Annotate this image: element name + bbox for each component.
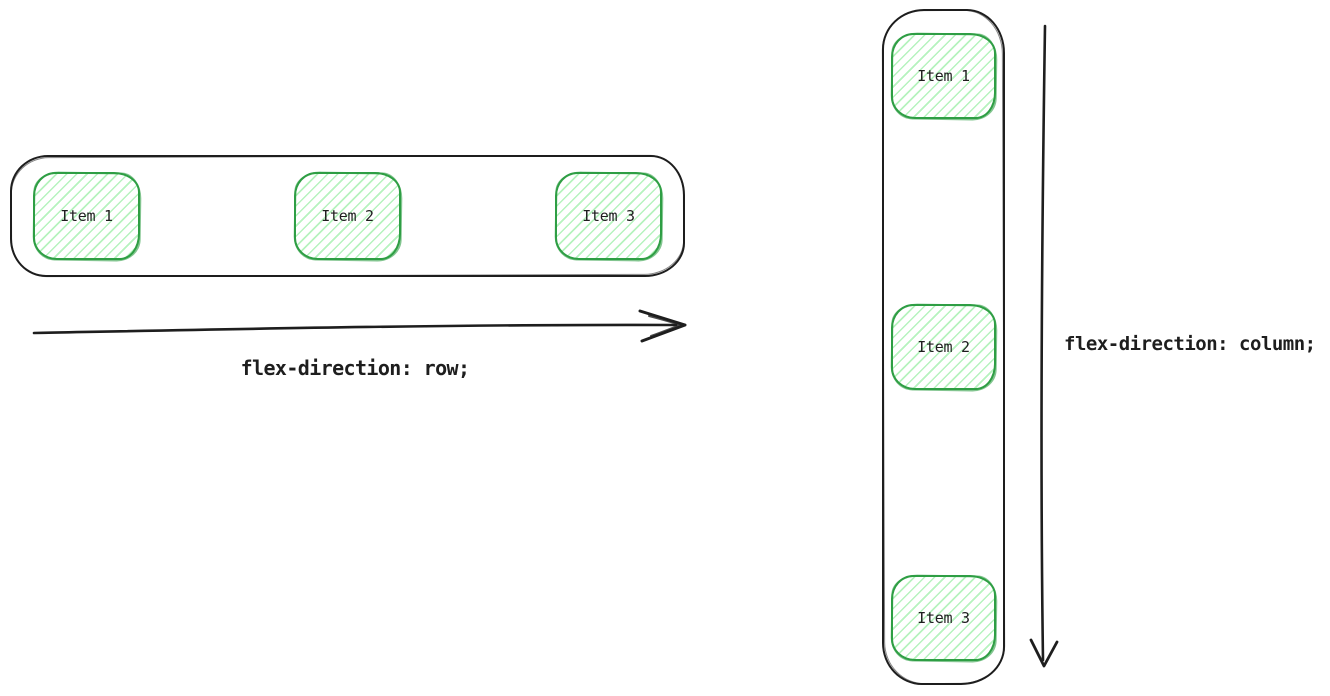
column-flex-item-1: Item 1 <box>891 33 996 119</box>
row-flex-container: Item 1 Item 2 Item 3 <box>10 155 685 277</box>
column-item-3-label: Item 3 <box>917 609 970 627</box>
column-flex-item-3: Item 3 <box>891 575 996 661</box>
row-item-1-label: Item 1 <box>60 207 113 225</box>
column-caption: flex-direction: column; <box>1064 333 1316 355</box>
row-item-2-label: Item 2 <box>321 207 374 225</box>
column-flex-item-2: Item 2 <box>891 304 996 390</box>
column-flex-container: Item 1 Item 2 Item 3 <box>882 9 1005 685</box>
row-flex-item-3: Item 3 <box>555 172 662 260</box>
row-caption: flex-direction: row; <box>240 356 470 380</box>
row-item-3-label: Item 3 <box>582 207 635 225</box>
column-item-1-label: Item 1 <box>917 67 970 85</box>
column-item-2-label: Item 2 <box>917 338 970 356</box>
row-flex-item-1: Item 1 <box>33 172 140 260</box>
row-flex-item-2: Item 2 <box>294 172 401 260</box>
right-arrow-icon <box>32 309 687 343</box>
down-arrow-icon <box>1029 24 1059 668</box>
